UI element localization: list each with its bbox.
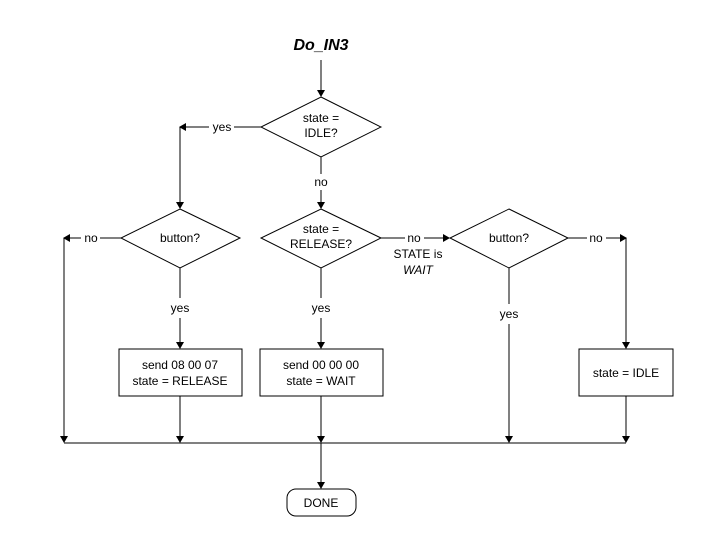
process-send-080007 [118,348,243,397]
terminal-done [286,488,357,517]
release-no-arrowhead [443,234,450,242]
right-no-arrowhead [620,234,627,242]
decision-button-left-label: button? [160,231,200,245]
left-button-arrowhead [176,202,184,209]
left-no-label: no [84,231,98,245]
decision-state-release-line1: state = [303,222,339,236]
process-state-idle-arrowhead [622,436,630,443]
process-send-080007-line1: send 08 00 07 [142,358,218,372]
flowchart-title: Do_IN3 [293,37,348,54]
process-send-080007-arrowhead [176,436,184,443]
left-no-arrowhead [63,234,70,242]
done-arrowhead [317,482,325,489]
decision-state-idle-line2: IDLE? [304,126,338,140]
state-idle-set-arrowhead [622,342,630,349]
process-send-000000-arrowhead [317,436,325,443]
idle-yes-arrowhead [179,123,186,131]
process-state-idle-label: state = IDLE [593,366,659,380]
left-yes-arrowhead [176,342,184,349]
terminal-done-label: DONE [304,496,339,510]
process-send-000000 [259,348,384,397]
note-wait: WAIT [403,263,434,277]
process-send-000000-line1: send 00 00 00 [283,358,359,372]
note-state-is: STATE is [394,247,443,261]
left-yes-label: yes [171,301,190,315]
idle-no-label: no [314,175,328,189]
right-yes-arrowhead [505,436,513,443]
process-send-000000-line2: state = WAIT [286,374,356,388]
idle-yes-label: yes [213,120,232,134]
entry-arrowhead [317,90,325,97]
right-yes-label: yes [500,307,519,321]
release-no-label: no [407,231,421,245]
release-decision-arrowhead [317,202,325,209]
right-no-label: no [589,231,603,245]
release-yes-label: yes [312,301,331,315]
decision-state-idle-line1: state = [303,111,339,125]
decision-button-right-label: button? [489,231,529,245]
process-send-080007-line2: state = RELEASE [132,374,227,388]
decision-state-release-line2: RELEASE? [290,237,352,251]
left-no-bus-arrowhead [60,436,68,443]
release-yes-arrowhead [317,342,325,349]
